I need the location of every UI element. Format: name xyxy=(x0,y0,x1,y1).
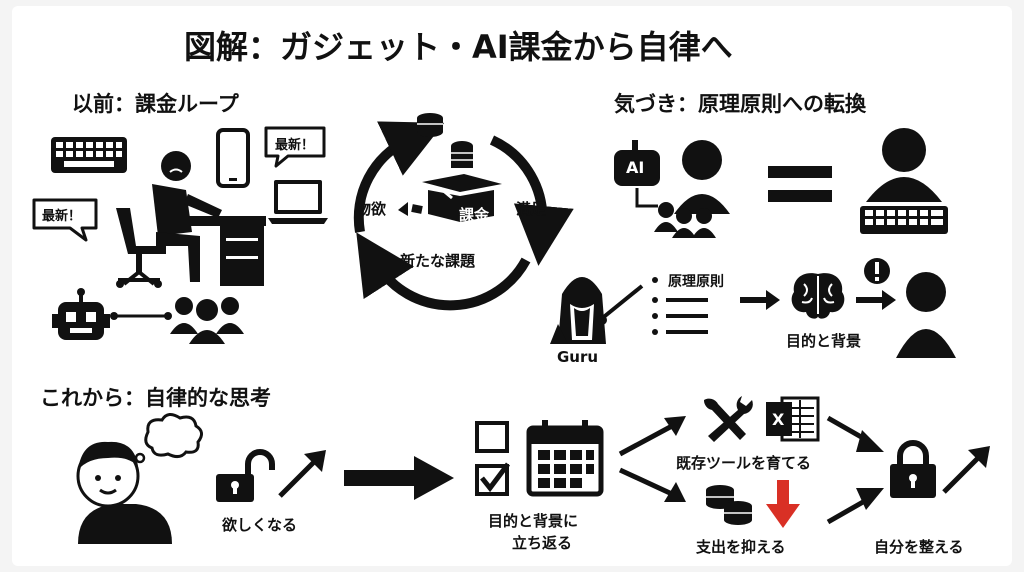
spending-label: 支出を抑える xyxy=(696,538,786,556)
locked-padlock-icon xyxy=(890,440,936,498)
cycle-label-new-issue: 新たな課題 xyxy=(400,252,476,270)
coins-icon xyxy=(706,485,752,525)
converge-arrows xyxy=(826,415,884,525)
tools-icon xyxy=(703,396,753,442)
cycle-label-charge: 課金 xyxy=(459,206,490,224)
laptop-icon xyxy=(268,180,328,224)
section-before-heading: 以前：課金ループ xyxy=(72,92,239,116)
guru-icon xyxy=(550,277,644,344)
branch-arrows xyxy=(618,416,686,502)
unlocked-padlock-icon xyxy=(216,449,275,502)
return-label-line1: 目的と背景に xyxy=(488,512,579,530)
robot-to-group-connector xyxy=(110,312,172,320)
section-awareness-heading: 気づき：原理原則への転換 xyxy=(614,92,866,116)
robot-icon xyxy=(52,288,110,340)
bubble-text-left: 最新！ xyxy=(42,209,82,224)
guru-label: Guru xyxy=(557,348,599,366)
equals-icon xyxy=(768,166,832,202)
smartphone-icon xyxy=(216,128,250,188)
want-label: 欲しくなる xyxy=(222,516,298,534)
ai-with-people-icon xyxy=(614,140,730,238)
return-label-line2: 立ち返る xyxy=(512,534,573,552)
keyboard-icon xyxy=(51,137,127,173)
ai-badge-text: AI xyxy=(626,158,645,177)
self-label: 自分を整える xyxy=(874,538,964,556)
calendar-icon xyxy=(526,420,604,497)
arrow-up-right-icon xyxy=(278,450,326,498)
brain-icon xyxy=(791,273,845,319)
thinking-person-icon xyxy=(76,413,203,544)
exclamation-icon xyxy=(864,258,890,284)
bullet-list-icon xyxy=(652,277,708,335)
arrow-to-person xyxy=(856,290,896,310)
tools-label: 既存ツールを育てる xyxy=(676,454,812,472)
spreadsheet-icon xyxy=(766,396,820,442)
diagram-title: 図解：ガジェット・AI課金から自律へ xyxy=(184,28,733,66)
red-down-arrow-icon xyxy=(766,480,800,528)
purpose-label: 目的と背景 xyxy=(786,332,862,350)
section-future-heading: これから：自律的な思考 xyxy=(40,386,271,410)
speech-bubble-left-icon xyxy=(32,198,98,242)
bubble-text-right: 最新！ xyxy=(275,138,315,153)
arrow-to-brain xyxy=(740,290,780,310)
consumption-cycle-diagram xyxy=(353,113,574,311)
enlightened-person-icon xyxy=(896,272,956,358)
people-group-icon xyxy=(170,297,244,344)
cycle-label-satisfaction: 満足 xyxy=(516,200,547,218)
checkbox-list-icon xyxy=(475,421,510,496)
big-right-arrow-icon xyxy=(344,456,454,500)
spreadsheet-letter: X xyxy=(772,410,785,429)
speech-bubble-right-icon xyxy=(264,126,326,168)
person-at-desk-icon xyxy=(116,151,266,288)
final-arrow-up-right-icon xyxy=(942,446,990,494)
cycle-label-desire: 物欲 xyxy=(356,200,387,218)
principles-label: 原理原則 xyxy=(668,274,724,290)
person-with-keyboard-icon xyxy=(860,128,948,234)
